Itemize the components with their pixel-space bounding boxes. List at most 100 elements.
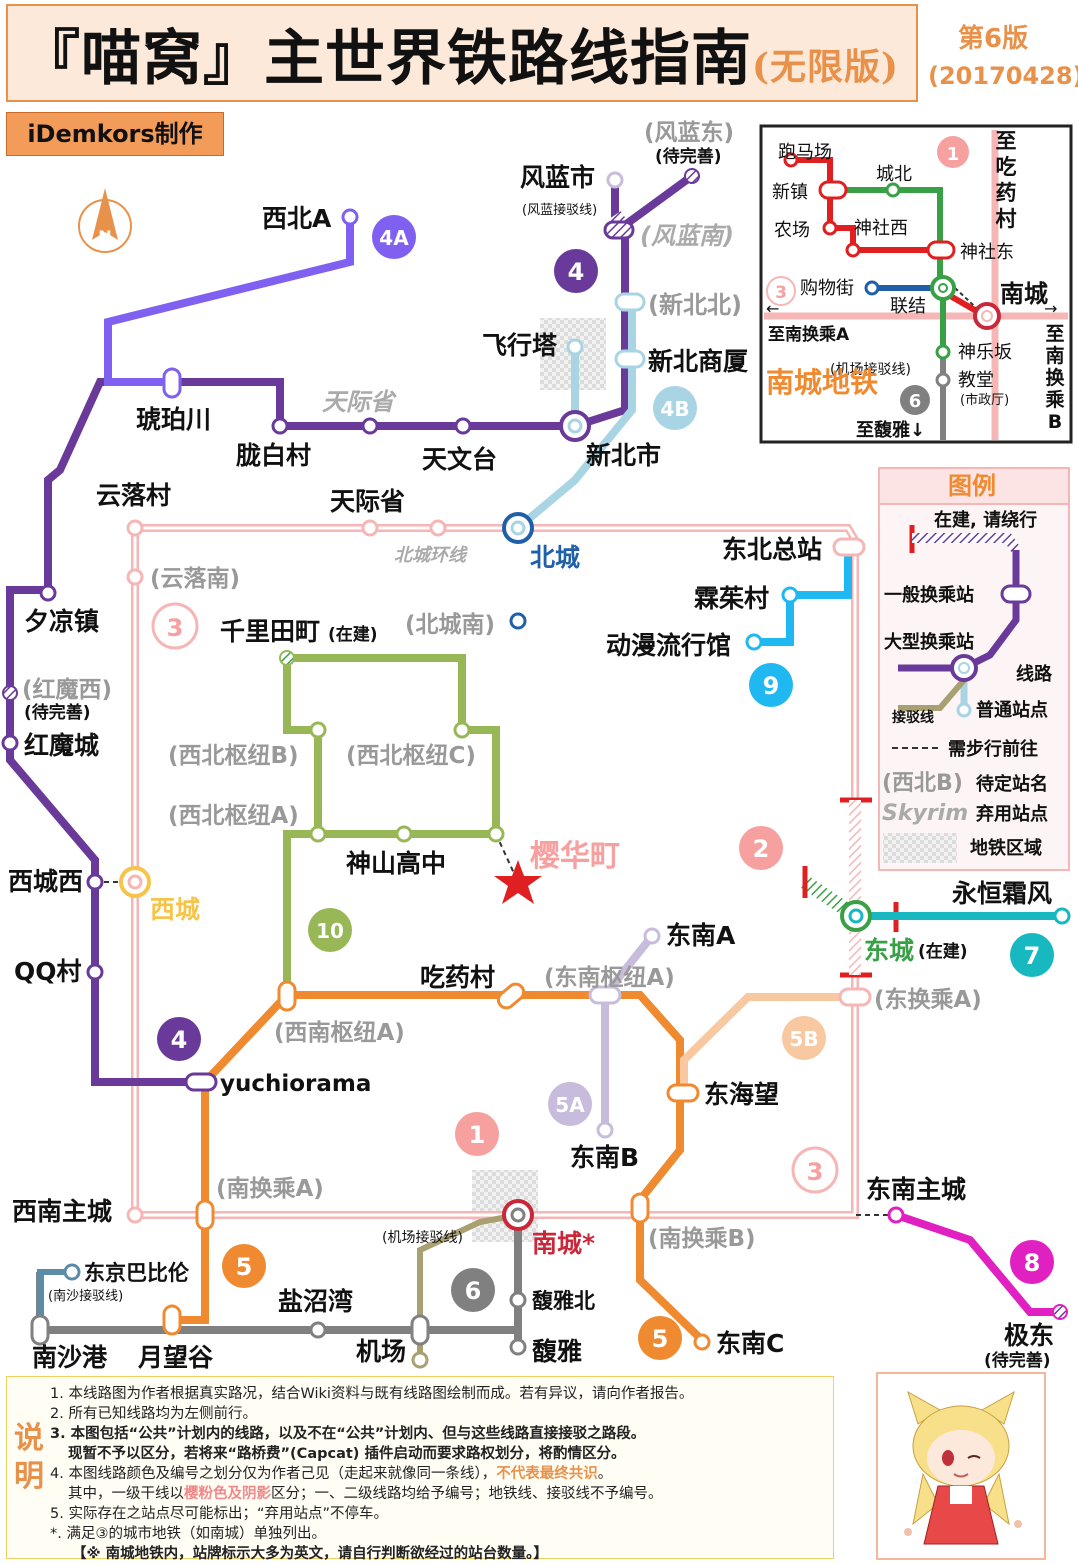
- legend-metro-area: 地铁区域: [970, 837, 1042, 859]
- station-xibeishuniuC[interactable]: [453, 721, 471, 739]
- station-fenglanshi[interactable]: [606, 171, 624, 189]
- station-yunluocun[interactable]: [126, 519, 144, 537]
- title-main: 『喵窝』主世界铁路线指南: [20, 24, 752, 94]
- badge-10: [308, 908, 352, 952]
- inset-label-nancheng: 南城: [1000, 280, 1048, 308]
- station-feixingta[interactable]: [566, 338, 584, 356]
- station-yanzhaowan[interactable]: [309, 1321, 327, 1339]
- title-banner: [6, 4, 918, 102]
- station-shenshangaozhong[interactable]: [395, 825, 413, 843]
- vertical-char: 至: [1045, 323, 1064, 345]
- station-dongbeizongzhan[interactable]: [832, 537, 866, 557]
- station-hongmoxi[interactable]: [2, 685, 18, 701]
- compass-icon: N: [78, 188, 132, 253]
- label-dongnanA: 东南A: [666, 921, 736, 950]
- inset-label-zhinanhuanchengA: 至南换乘A: [768, 324, 850, 345]
- label-feixingta: 飞行塔: [482, 331, 558, 360]
- label-hupochuan: 琥珀川: [136, 405, 211, 434]
- station-xinanzhucheng[interactable]: [126, 1206, 144, 1224]
- station-xichengxi[interactable]: [86, 873, 104, 891]
- badge-5-east: [638, 1316, 682, 1360]
- station-fuya[interactable]: [509, 1338, 527, 1356]
- note-7: 【※ 南城地铁内，站牌标示大多为英文，请自行判断欲经过的站台数量。】: [72, 1546, 548, 1562]
- edition-date: (20170428): [928, 62, 1078, 90]
- station-dongnanC[interactable]: [693, 1333, 711, 1351]
- station-dongnanA[interactable]: [643, 927, 661, 945]
- station-longbaicun[interactable]: [271, 417, 289, 435]
- label-xibeishuniuB: (西北枢纽B): [168, 742, 299, 769]
- line-10-loop: [283, 658, 322, 834]
- label-tianjisheng-abandoned: 天际省: [322, 388, 397, 416]
- station-yuchiorama[interactable]: [184, 1072, 218, 1092]
- label-xinbeibei: (新北北): [648, 291, 742, 319]
- label-dongcheng: 东城: [864, 936, 914, 965]
- station-xibeishuniuB[interactable]: [309, 721, 327, 739]
- station-nanhuanchengA[interactable]: [195, 1199, 215, 1231]
- label-fenglandong-note: (待完善): [655, 146, 722, 167]
- station-yonghengshuangfeng[interactable]: [1053, 907, 1071, 925]
- station-donghuanchengA[interactable]: [838, 987, 872, 1007]
- station-xibeiA[interactable]: [341, 208, 359, 226]
- station-qianlitianting[interactable]: [279, 650, 295, 666]
- inset-label-jiaotang: 教堂: [958, 370, 994, 391]
- station-maiyecun[interactable]: [781, 586, 799, 604]
- station-beichenghuanxian[interactable]: [429, 519, 447, 537]
- station-fuyabei[interactable]: [509, 1291, 527, 1309]
- station-dongmanliuxingguan[interactable]: [745, 633, 763, 651]
- badge-7-label: 7: [1024, 942, 1041, 970]
- station-fenglandong[interactable]: [684, 168, 700, 184]
- inset-label-chengbei: 城北: [876, 164, 912, 185]
- station-nanshagang[interactable]: [30, 1314, 50, 1346]
- label-donghaiwang: 东海望: [704, 1080, 779, 1109]
- label-nanshagang: 南沙港: [32, 1343, 108, 1372]
- label-dongcheng-note: (在建): [918, 941, 968, 962]
- station-tianjisheng[interactable]: [361, 519, 379, 537]
- station-dongnanB[interactable]: [596, 1121, 614, 1139]
- badge-6: [451, 1268, 495, 1312]
- station-xibeishuniuA[interactable]: [309, 825, 327, 843]
- station-hongmocheng[interactable]: [1, 734, 19, 752]
- label-dongnanzhucheng: 东南主城: [866, 1175, 966, 1204]
- station-yuewanggu[interactable]: [162, 1304, 182, 1336]
- station-nanhuanchengB[interactable]: [630, 1192, 650, 1224]
- station-beichengnan[interactable]: [509, 612, 527, 630]
- note-4d: 其中，一级干线以: [68, 1486, 184, 1502]
- station-xinanshuniuA[interactable]: [277, 980, 297, 1012]
- badge-2: [739, 826, 783, 870]
- label-beicheng: 北城: [530, 543, 580, 572]
- station-chiyaocun[interactable]: [495, 981, 527, 1011]
- edition-label: 第6版: [958, 24, 1029, 54]
- station-dongjingbabilun[interactable]: [63, 1263, 81, 1281]
- station-yunluonan[interactable]: [126, 568, 144, 586]
- station-dongnanshuniuA[interactable]: [588, 985, 622, 1005]
- label-yunluonan: (云落南): [150, 566, 240, 592]
- station-xinbeibei[interactable]: [614, 292, 646, 312]
- station-xinbeishangsha[interactable]: [614, 349, 646, 369]
- station-fenglannan[interactable]: [603, 220, 635, 240]
- label-dongbeizongzhan: 东北总站: [722, 535, 822, 564]
- station-xiliangzhen[interactable]: [39, 584, 57, 602]
- station-jichang-end[interactable]: [411, 1351, 429, 1369]
- note-3b: 现暂不予以区分，若将来“路桥费”(Capcat) 插件启动而要求路权划分，将酌情…: [68, 1446, 626, 1462]
- station-tianwentai[interactable]: [454, 417, 472, 435]
- label-fenglandong: (风蓝东): [644, 119, 734, 146]
- station-xibeishuniuC-end[interactable]: [487, 825, 505, 843]
- inset-label-zhifuya: 至馥雅↓: [856, 419, 925, 441]
- line-5B: [680, 993, 855, 1093]
- label-yinghuating: 樱华町: [530, 839, 620, 874]
- badge-7: [1010, 933, 1054, 977]
- label-dongjingbabilun: 东京巴比伦: [84, 1261, 190, 1285]
- station-dongnanzhucheng[interactable]: [887, 1206, 905, 1224]
- station-donghaiwang[interactable]: [666, 1083, 700, 1103]
- station-markers: [1, 171, 1071, 1369]
- note-4a: 4. 本图线路颜色及编号之划分仅为作者己见（走起来就像同一条线），: [50, 1466, 497, 1482]
- badge-1: [455, 1112, 499, 1156]
- station-jidong[interactable]: [1052, 1304, 1068, 1320]
- station-hupochuan[interactable]: [162, 367, 182, 399]
- station-qqcun[interactable]: [86, 963, 104, 981]
- station-yinghuating-star-icon[interactable]: [494, 860, 542, 904]
- station-jichang[interactable]: [410, 1314, 430, 1346]
- badge-4-north: [554, 249, 598, 293]
- station-tianjisheng-abandoned[interactable]: [361, 417, 379, 435]
